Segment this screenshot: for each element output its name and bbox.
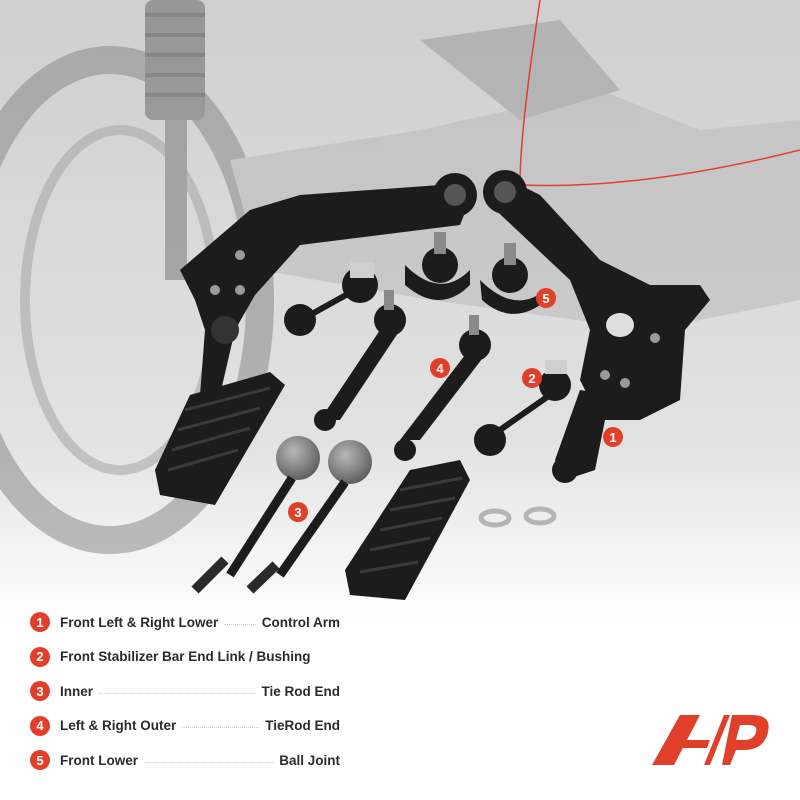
legend-badge: 5 — [30, 750, 50, 771]
steering-boot-right — [345, 460, 470, 600]
accent-arc — [519, 0, 800, 187]
callout-1-label: 1 — [609, 430, 616, 445]
legend-badge: 4 — [30, 715, 50, 736]
legend-row-1: 1 Front Left & Right Lower Control Arm — [30, 605, 340, 640]
legend-tail: Ball Joint — [279, 752, 340, 768]
strut-rod — [165, 120, 187, 280]
ball-joint-left — [405, 232, 470, 300]
callout-4: 4 — [430, 358, 450, 378]
legend-leader-line — [99, 692, 256, 694]
legend-badge: 3 — [30, 681, 50, 702]
outer-tie-rod-right — [394, 315, 491, 461]
coil-spring — [145, 0, 205, 120]
steering-boot-left — [155, 372, 285, 505]
legend-lead: Front Lower — [60, 752, 138, 768]
callout-2: 2 — [522, 368, 542, 388]
legend-row-3: 3 Inner Tie Rod End — [30, 674, 340, 709]
inner-tie-rod-right — [246, 440, 372, 594]
legend-lead: Left & Right Outer — [60, 718, 177, 734]
control-arm-right — [483, 170, 710, 483]
legend-row-2: 2 Front Stabilizer Bar End Link / Bushin… — [30, 640, 340, 675]
legend-lead: Inner — [60, 683, 94, 699]
washers — [478, 506, 557, 528]
callout-3-label: 3 — [294, 505, 301, 520]
callout-4-label: 4 — [436, 361, 444, 376]
legend-lead: Front Stabilizer Bar End Link / Bushing — [60, 649, 311, 665]
callout-5-label: 5 — [542, 291, 549, 306]
legend-row-4: 4 Left & Right Outer TieRod End — [30, 709, 340, 744]
legend-leader-line — [144, 761, 274, 763]
legend-tail: Control Arm — [261, 614, 340, 630]
callout-3: 3 — [288, 502, 308, 522]
legend-tail: TieRod End — [265, 718, 340, 734]
callout-1: 1 — [603, 427, 623, 447]
ball-joint-right — [480, 243, 545, 314]
legend-badge: 2 — [30, 646, 50, 667]
legend-tail: Tie Rod End — [261, 683, 340, 699]
brand-logo — [652, 715, 769, 765]
stabilizer-link-bottom — [474, 360, 571, 456]
legend-leader-line — [224, 623, 256, 625]
legend-badge: 1 — [30, 612, 50, 633]
callout-5: 5 — [536, 288, 556, 308]
inner-tie-rod-left — [191, 436, 320, 594]
legend-leader-line — [182, 727, 260, 729]
control-arm-left — [180, 173, 477, 395]
outer-tie-rod-left — [314, 290, 406, 431]
callout-2-label: 2 — [528, 371, 535, 386]
stabilizer-link-top — [284, 262, 378, 336]
legend-row-5: 5 Front Lower Ball Joint — [30, 743, 340, 778]
legend-lead: Front Left & Right Lower — [60, 614, 219, 630]
parts-legend: 1 Front Left & Right Lower Control Arm 2… — [30, 605, 340, 778]
